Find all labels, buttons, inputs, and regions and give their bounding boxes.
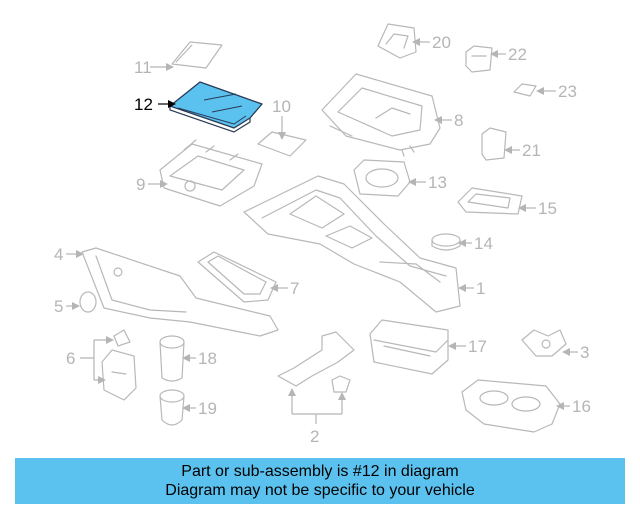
callout-2: 2 [310, 427, 319, 446]
callout-9: 9 [136, 175, 145, 194]
callout-7: 7 [290, 279, 299, 298]
part-7 [197, 251, 277, 303]
part-11 [171, 41, 223, 69]
part-12-highlighted[interactable] [169, 81, 263, 133]
part-21 [481, 127, 507, 161]
part-1 [243, 175, 461, 313]
part-3 [521, 329, 567, 357]
callout-8: 8 [454, 111, 463, 130]
callout-13: 13 [428, 173, 447, 192]
callout-19: 19 [198, 399, 217, 418]
part-14 [431, 233, 461, 251]
callout-3: 3 [580, 343, 589, 362]
part-20 [377, 23, 417, 59]
callout-6: 6 [66, 349, 75, 368]
part-6 [101, 329, 137, 401]
callout-14: 14 [474, 234, 493, 253]
part-8 [321, 73, 441, 157]
callout-12: 12 [134, 95, 153, 114]
part-19 [159, 389, 185, 426]
callout-17: 17 [468, 337, 487, 356]
callout-15: 15 [538, 199, 557, 218]
callout-labels: 11 12 10 9 20 22 23 8 21 13 15 14 4 1 7 … [54, 33, 591, 446]
parts-diagram: 11 12 10 9 20 22 23 8 21 13 15 14 4 1 7 … [54, 23, 591, 446]
part-18 [159, 335, 185, 382]
callout-23: 23 [558, 82, 577, 101]
callout-21: 21 [522, 141, 541, 160]
part-10 [257, 131, 307, 157]
banner-line-part-number: Part or sub-assembly is #12 in diagram [181, 463, 459, 480]
part-22 [465, 45, 493, 73]
part-16 [461, 379, 561, 433]
part-23 [513, 83, 537, 97]
part-5 [79, 291, 97, 313]
info-banner: Part or sub-assembly is #12 in diagram D… [15, 458, 625, 504]
callout-16: 16 [572, 397, 591, 416]
callout-1: 1 [476, 279, 485, 298]
part-2 [277, 331, 355, 393]
part-9 [159, 139, 263, 207]
callout-22: 22 [508, 45, 527, 64]
part-17 [369, 319, 449, 375]
part-13 [353, 159, 411, 197]
callout-10: 10 [272, 97, 291, 116]
callout-20: 20 [432, 33, 451, 52]
callout-11: 11 [134, 58, 152, 77]
callout-18: 18 [198, 349, 217, 368]
banner-line-disclaimer: Diagram may not be specific to your vehi… [165, 482, 475, 499]
part-15 [457, 187, 523, 215]
part-4 [81, 247, 279, 337]
leader-lines [66, 38, 578, 424]
callout-5: 5 [54, 297, 63, 316]
callout-4: 4 [54, 245, 63, 264]
